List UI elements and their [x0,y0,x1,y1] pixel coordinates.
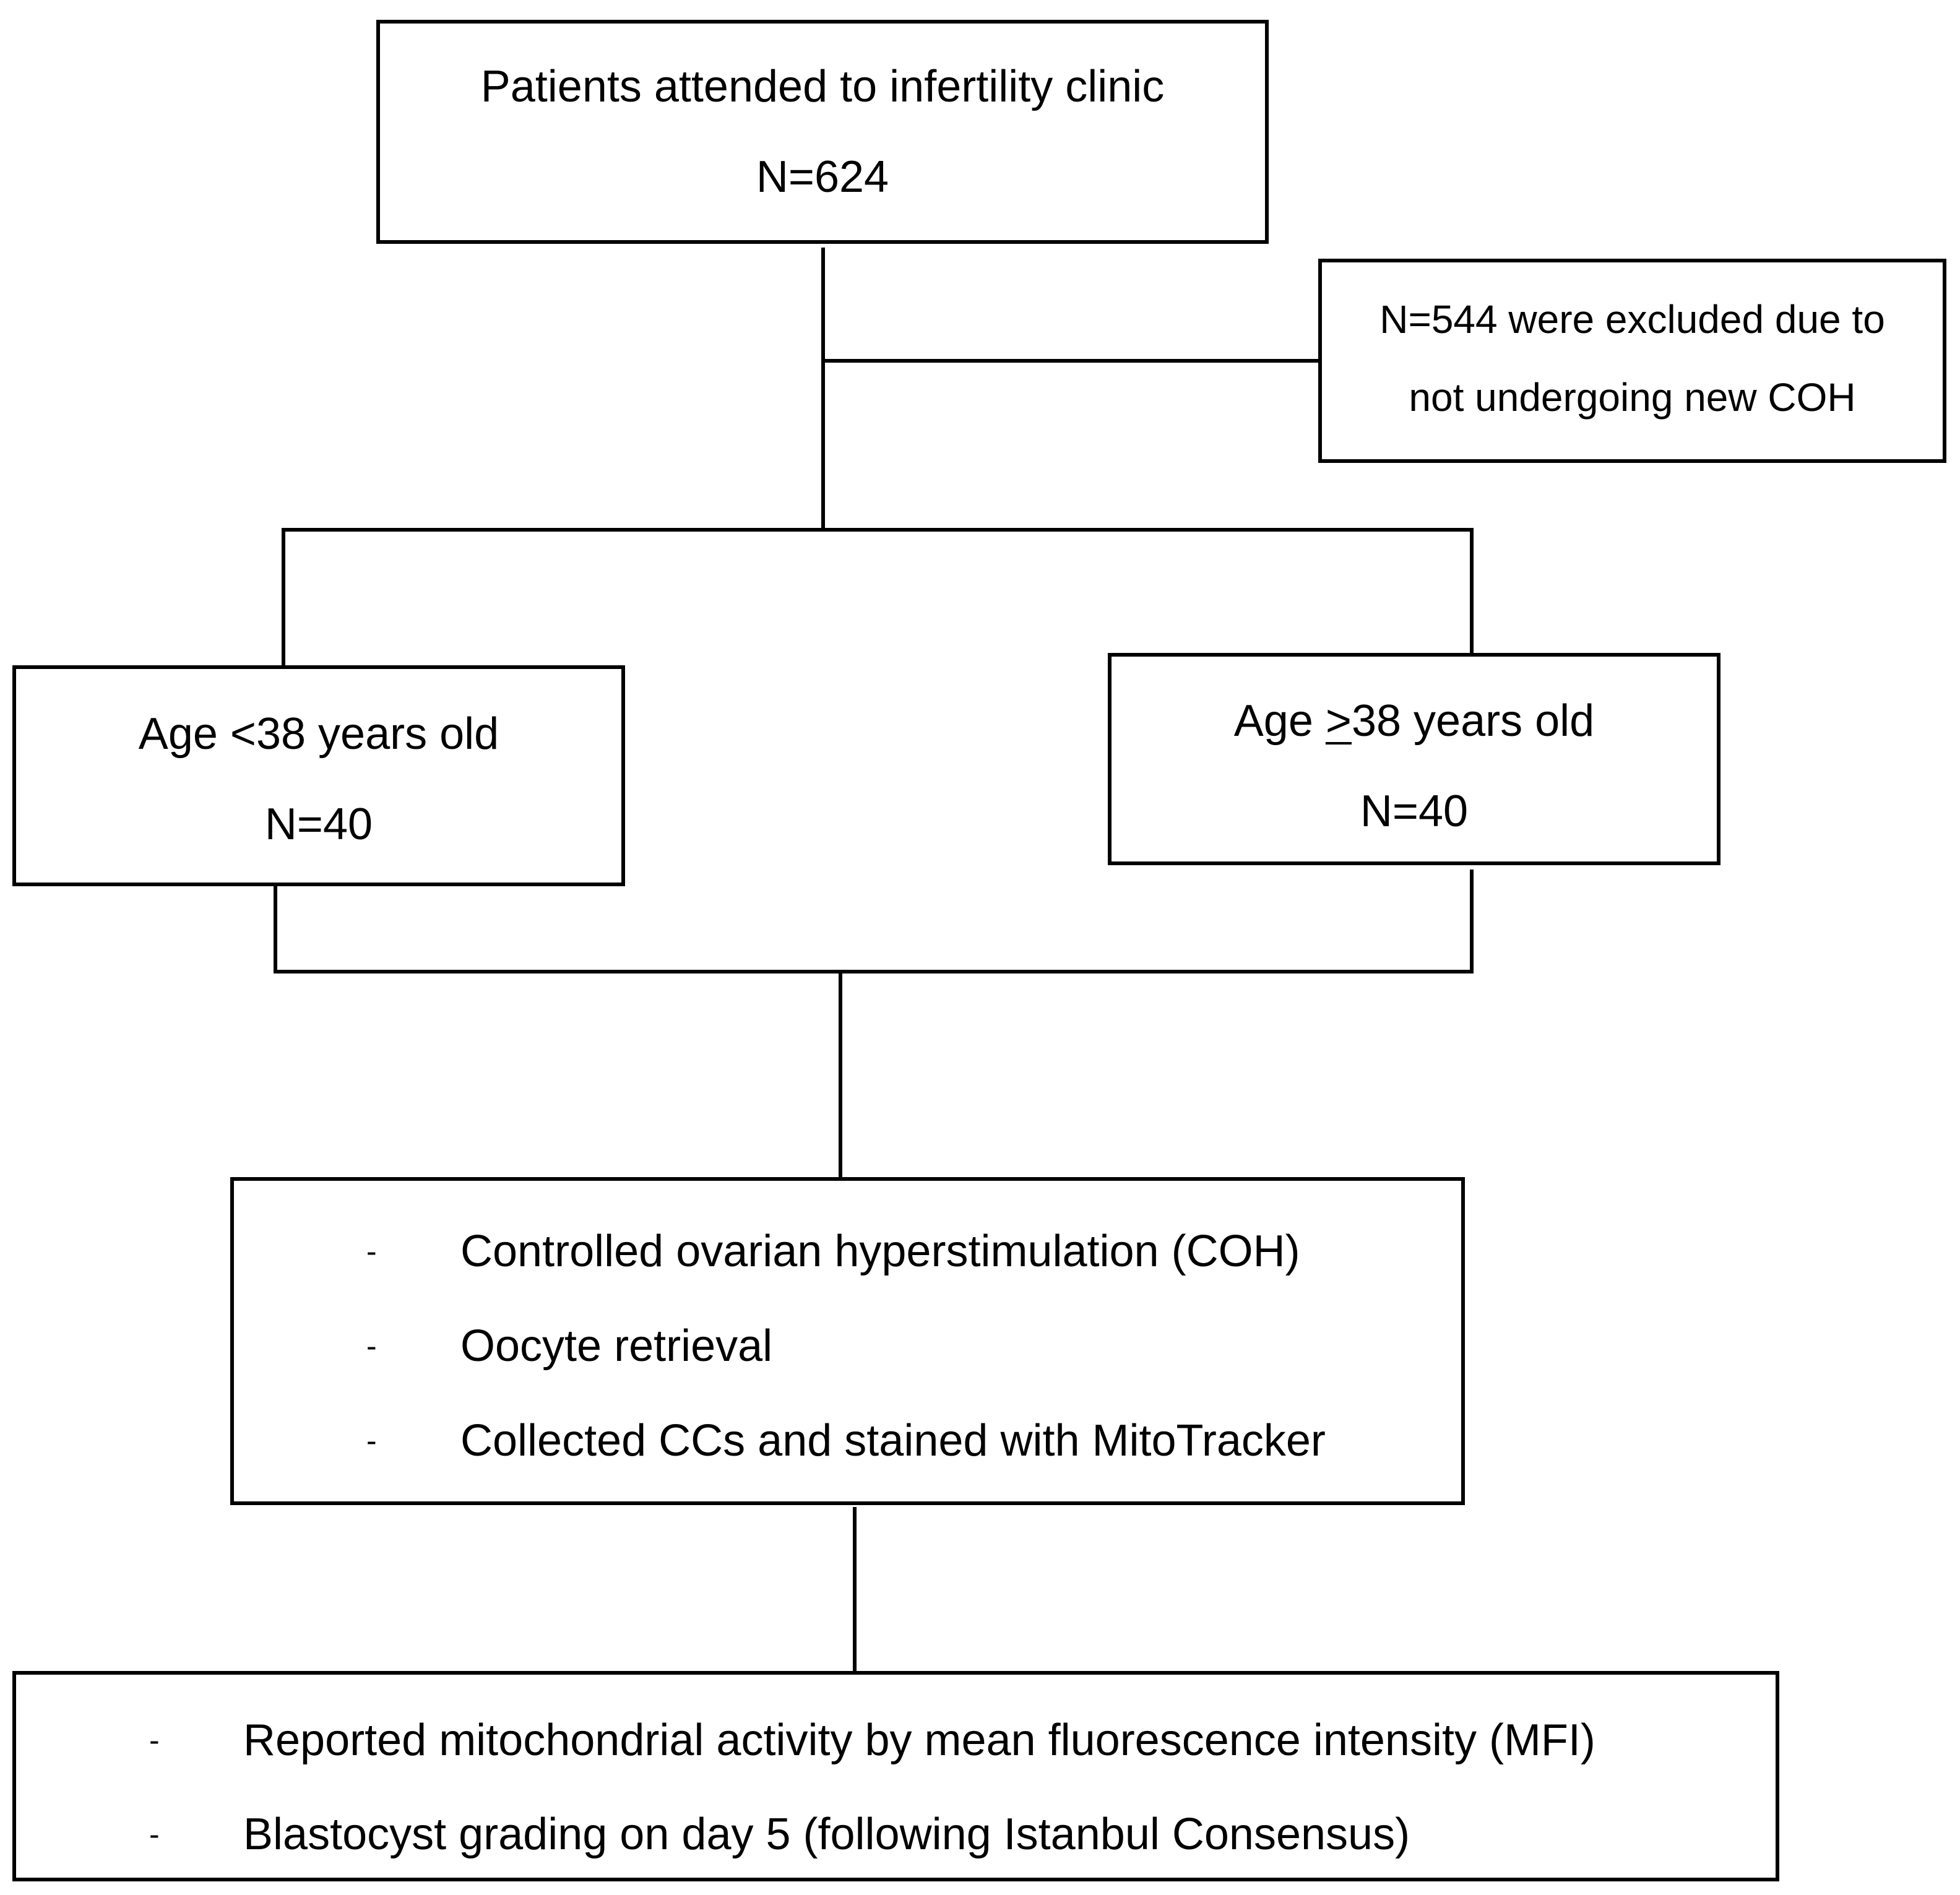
outcome-blastocyst-grading: Blastocyst grading on day 5 (following I… [243,1810,1410,1859]
procedure-mitotracker: Collected CCs and stained with MitoTrack… [460,1416,1326,1465]
connector-merge-horizontal [275,970,1474,973]
age-38-plus-count: N=40 [1360,787,1469,836]
bullet-dash: - [149,1817,160,1852]
box-outcomes: - Reported mitochondrial activity by mea… [12,1671,1779,1881]
connector-merge-left-rise [274,882,277,973]
patients-count: N=624 [756,152,889,202]
box-patients: Patients attended to infertility clinic … [376,20,1269,244]
procedure-oocyte-retrieval: Oocyte retrieval [460,1321,773,1371]
bullet-dash: - [366,1234,377,1269]
bullet-dash: - [366,1423,377,1458]
box-excluded: N=544 were excluded due to not undergoin… [1318,259,1946,463]
procedure-coh: Controlled ovarian hyperstimulation (COH… [460,1227,1300,1276]
connector-exclusion [823,359,1321,363]
age-38-plus-rest: 38 years old [1351,696,1595,746]
bullet-dash: - [366,1329,377,1363]
connector-merge-right-rise [1470,870,1474,972]
age-38-plus-prefix: Age [1233,696,1326,746]
age-38-plus-label: Age >38 years old [1112,699,1717,743]
connector-merge-vertical [839,972,842,1181]
outcome-mfi: Reported mitochondrial activity by mean … [243,1716,1595,1765]
connector-split-left-drop [282,528,285,671]
box-age-under-38: Age <38 years old N=40 [12,665,625,886]
age-under-38-label: Age <38 years old [138,709,499,759]
connector-split-right-drop [1470,528,1474,654]
connector-bottom-vertical [853,1507,857,1673]
connector-split-horizontal [282,528,1473,532]
bullet-dash: - [149,1723,160,1758]
excluded-line-2: not undergoing new COH [1409,375,1856,420]
patients-label: Patients attended to infertility clinic [480,62,1165,111]
box-age-38-plus: Age >38 years old N=40 [1108,653,1720,865]
excluded-line-1: N=544 were excluded due to [1379,297,1885,342]
box-procedures: - Controlled ovarian hyperstimulation (C… [230,1177,1465,1505]
age-under-38-count: N=40 [264,800,373,849]
connector-top-vertical [821,248,825,530]
greater-equal-symbol: > [1325,696,1352,746]
